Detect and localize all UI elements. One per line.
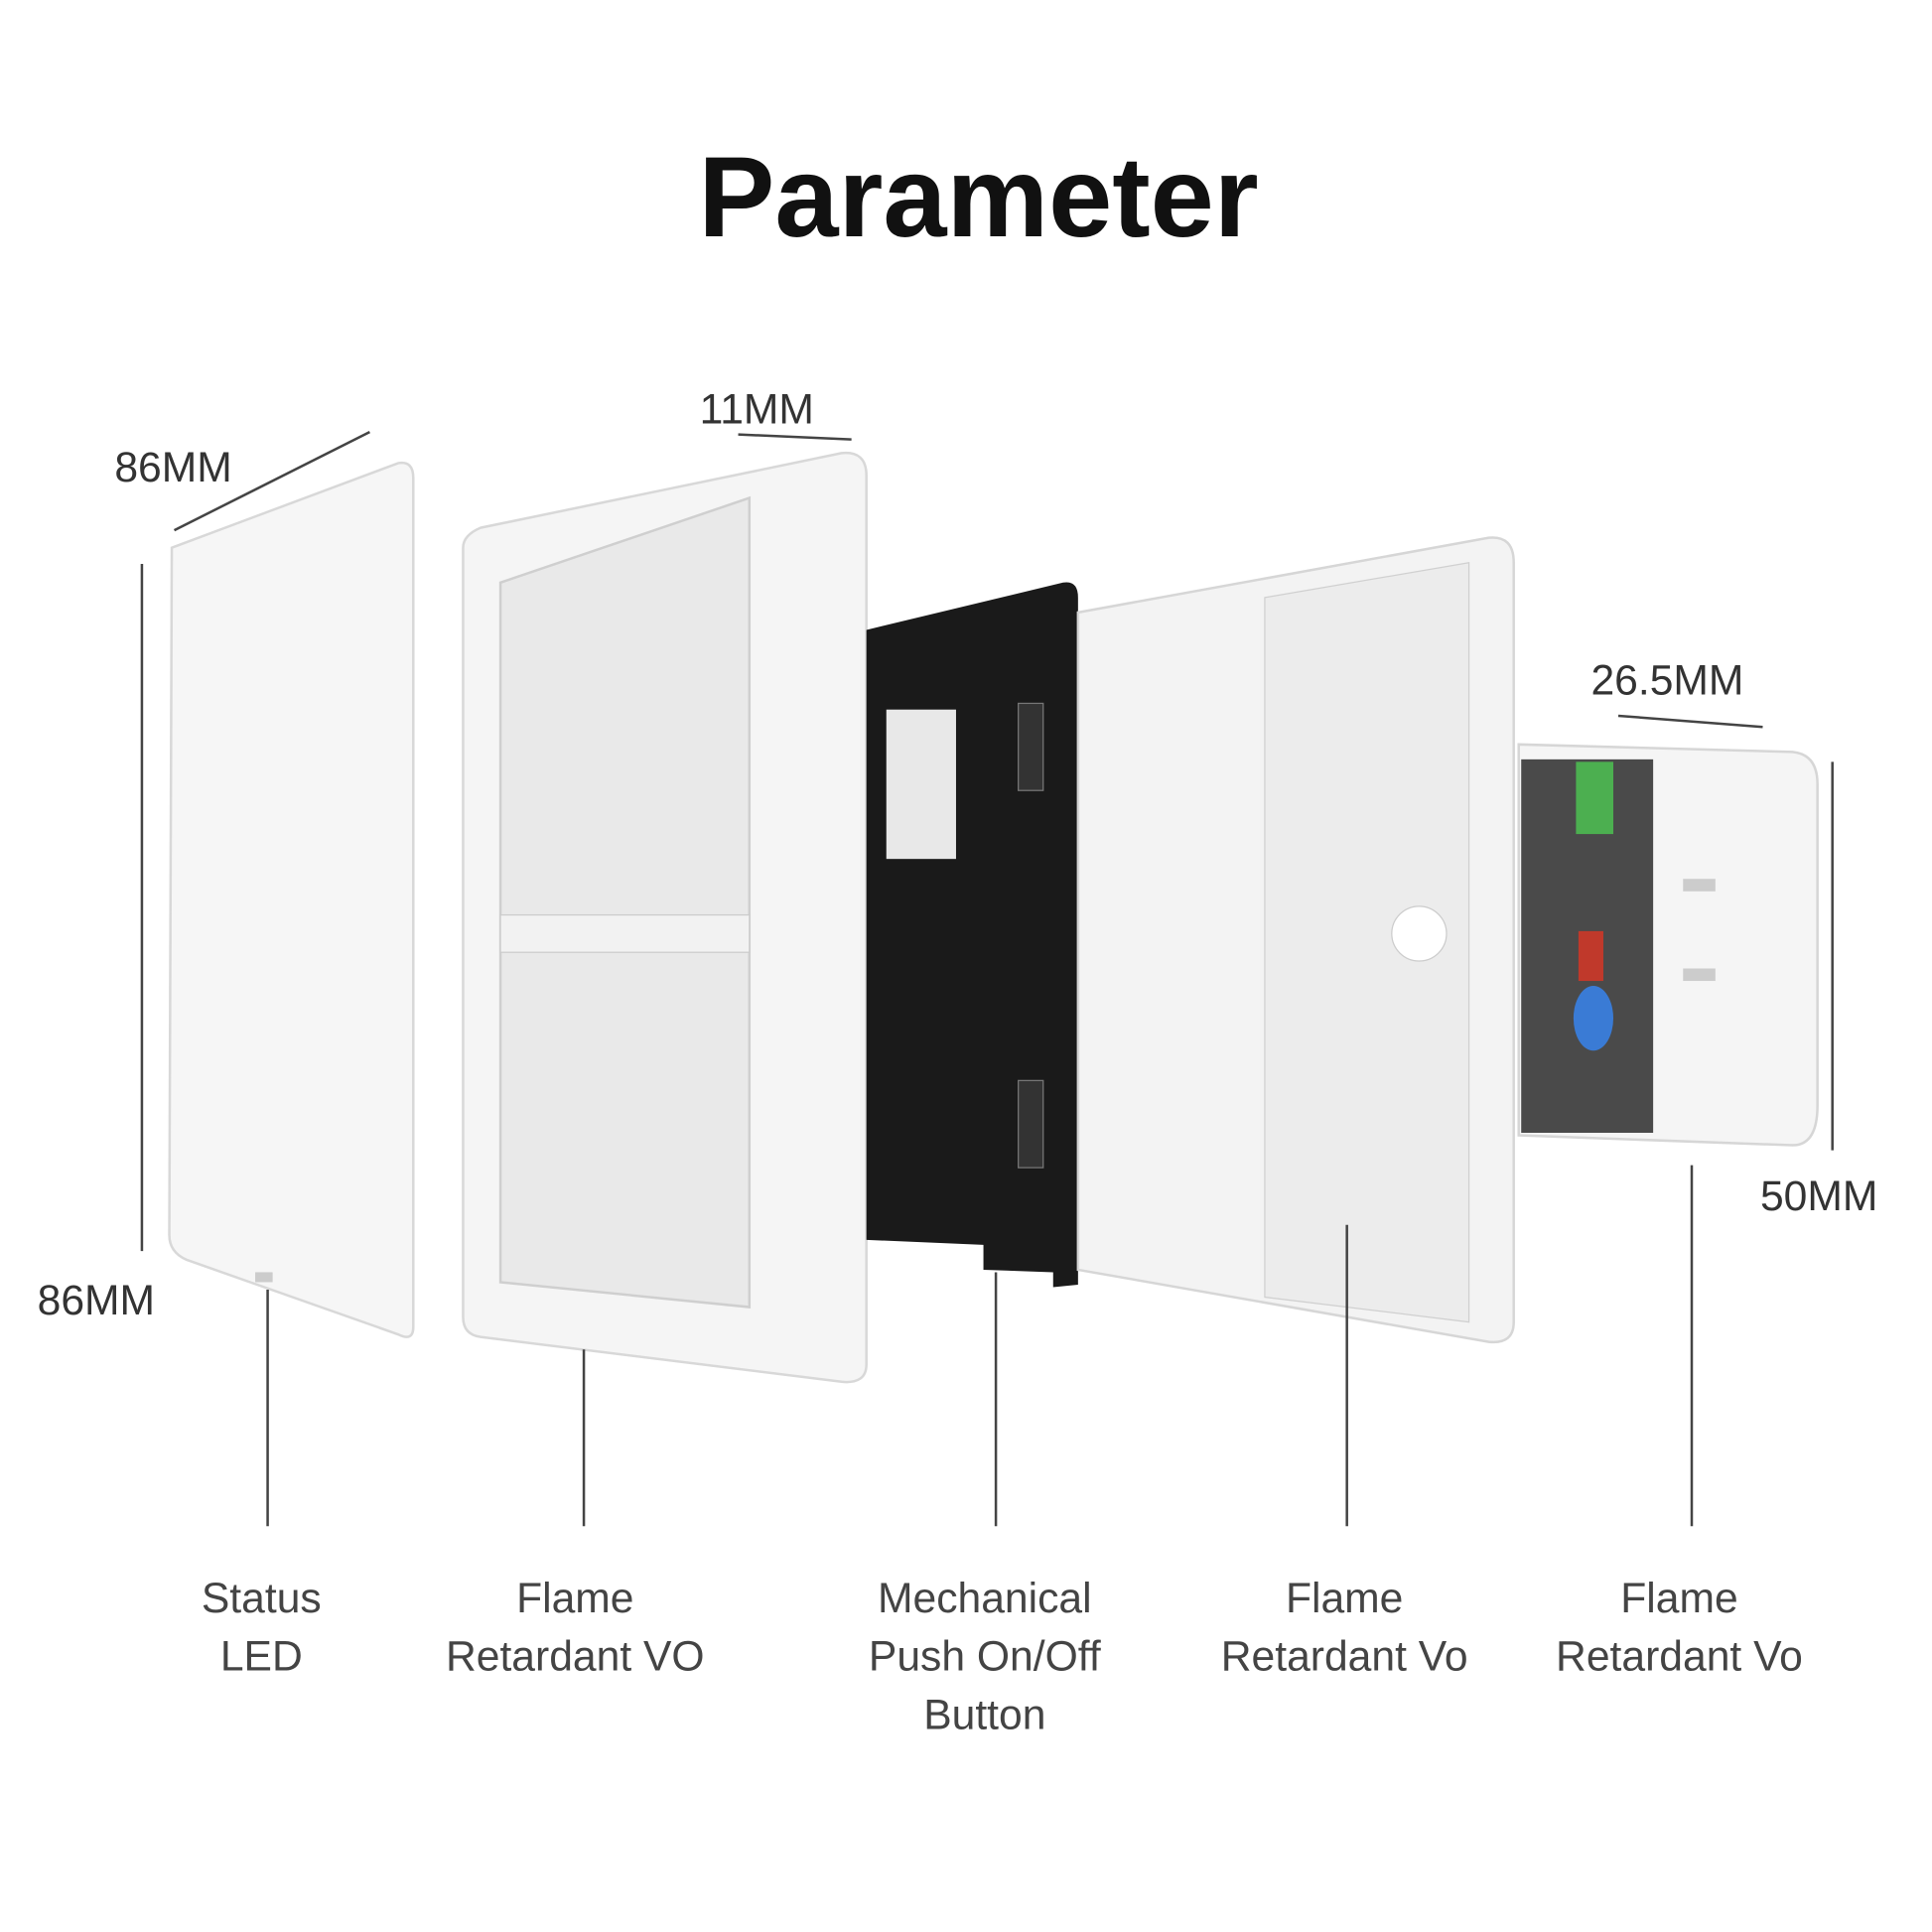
frame-depth-label: 11MM [700,385,814,433]
label-line: Status [202,1575,322,1622]
dimension-line [738,433,852,441]
part-label-frame: Flame Retardant VO [446,1575,705,1681]
frame [462,451,868,1384]
part-label-push-button: Mechanical Push On/Off Button [869,1575,1101,1739]
label-line: Push On/Off [869,1633,1101,1681]
part-label-module: Flame Retardant Vo [1556,1575,1803,1681]
cover-height-label: 86MM [38,1277,155,1324]
wifi-module [886,709,956,860]
dimension-line [173,430,370,532]
cover-width-label: 86MM [114,444,231,491]
label-line: Button [923,1692,1045,1739]
label-line: Retardant VO [446,1633,705,1681]
label-line: Flame [1286,1575,1403,1622]
label-line: Flame [516,1575,633,1622]
relay-module [1517,743,1819,1147]
cover-plate [168,461,415,1338]
label-line: Retardant Vo [1221,1633,1468,1681]
part-label-base: Flame Retardant Vo [1221,1575,1468,1681]
base-housing [1076,536,1515,1344]
label-line: Flame [1620,1575,1737,1622]
push-button-icon [1018,1079,1044,1169]
page-title: Parameter [698,134,1258,261]
label-line: LED [220,1633,303,1681]
status-led-icon [255,1272,273,1283]
label-line: Retardant Vo [1556,1633,1803,1681]
module-depth-label: 26.5MM [1590,657,1743,705]
module-height-label: 50MM [1760,1173,1877,1220]
part-label-status-led: Status LED [202,1575,322,1681]
pcb-board [866,582,1078,1288]
label-line: Mechanical [878,1575,1092,1622]
dimension-line [1617,714,1763,729]
